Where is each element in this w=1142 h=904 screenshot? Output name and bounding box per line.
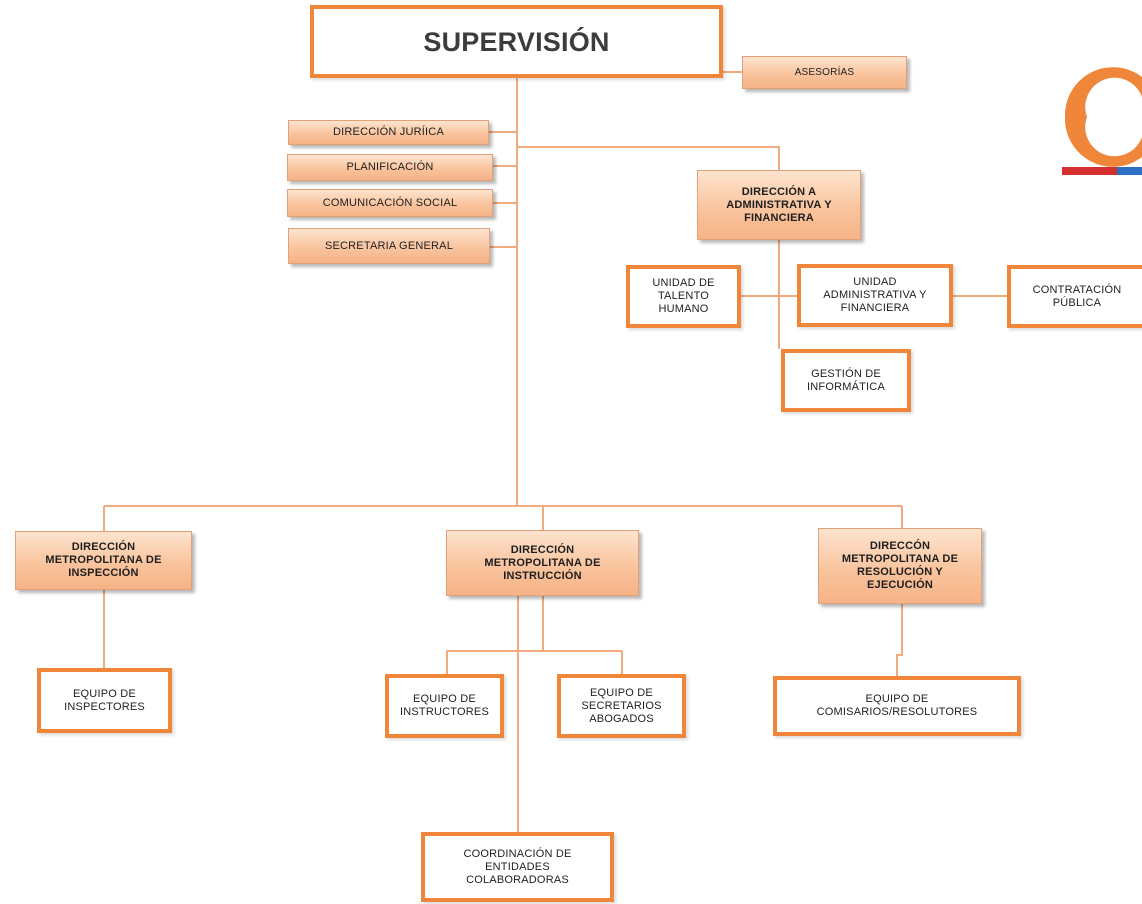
coordinacion-entidades-box: COORDINACIÓN DE ENTIDADES COLABORADORAS: [421, 832, 614, 902]
coordinacion-entidades-label: COORDINACIÓN DE ENTIDADES COLABORADORAS: [463, 847, 572, 886]
contratacion-publica-label: CONTRATACIÓN PÚBLICA: [1032, 283, 1122, 309]
secretaria-general-label: SECRETARIA GENERAL: [324, 239, 454, 252]
unidad-administrativa-box: UNIDAD ADMINISTRATIVA Y FINANCIERA: [797, 264, 953, 327]
gestion-informatica-label: GESTIÓN DE INFORMÁTICA: [807, 367, 885, 393]
supervision-box: SUPERVISIÓN: [310, 5, 723, 78]
secretaria-general-box: SECRETARIA GENERAL: [288, 228, 490, 264]
equipo-inspectores-label: EQUIPO DE INSPECTORES: [64, 687, 145, 713]
equipo-instructores-box: EQUIPO DE INSTRUCTORES: [385, 674, 504, 738]
supervision-title: SUPERVISIÓN: [423, 27, 610, 57]
direccion-instruccion-box: DIRECCIÓN METROPOLITANA DE INSTRUCCIÓN: [446, 530, 639, 596]
equipo-inspectores-box: EQUIPO DE INSPECTORES: [37, 668, 172, 733]
talento-humano-box: UNIDAD DE TALENTO HUMANO: [626, 265, 741, 328]
gestion-informatica-box: GESTIÓN DE INFORMÁTICA: [781, 349, 911, 412]
direccion-administrativa-label: DIRECCIÓN A ADMINISTRATIVA Y FINANCIERA: [726, 185, 832, 224]
direccion-instruccion-label: DIRECCIÓN METROPOLITANA DE INSTRUCCIÓN: [484, 543, 601, 582]
talento-humano-label: UNIDAD DE TALENTO HUMANO: [652, 277, 715, 315]
direccion-juridica-box: DIRECCIÓN JURÍICA: [288, 120, 489, 145]
contratacion-publica-box: CONTRATACIÓN PÚBLICA: [1007, 265, 1142, 328]
equipo-comisarios-box: EQUIPO DE COMISARIOS/RESOLUTORES: [773, 676, 1021, 736]
direccion-juridica-label: DIRECCIÓN JURÍICA: [333, 126, 444, 138]
planificacion-label: PLANIFICACIÓN: [346, 161, 434, 173]
direccion-inspeccion-label: DIRECCIÓN METROPOLITANA DE INSPECCIÓN: [45, 541, 162, 579]
asesorias-label: ASESORÍAS: [794, 67, 855, 78]
asesorias-box: ASESORÍAS: [742, 56, 907, 89]
equipo-instructores-label: EQUIPO DE INSTRUCTORES: [400, 693, 489, 718]
direccion-administrativa-box: DIRECCIÓN A ADMINISTRATIVA Y FINANCIERA: [697, 170, 861, 240]
direccion-resolucion-label: DIRECCÓN METROPOLITANA DE RESOLUCIÓN Y E…: [841, 540, 959, 591]
direccion-inspeccion-box: DIRECCIÓN METROPOLITANA DE INSPECCIÓN: [15, 531, 192, 590]
planificacion-box: PLANIFICACIÓN: [287, 154, 493, 181]
comunicacion-social-label: COMUNICACIÓN SOCIAL: [322, 196, 458, 209]
equipo-secretarios-box: EQUIPO DE SECRETARIOS ABOGADOS: [557, 674, 686, 738]
direccion-resolucion-box: DIRECCÓN METROPOLITANA DE RESOLUCIÓN Y E…: [818, 528, 982, 604]
unidad-administrativa-label: UNIDAD ADMINISTRATIVA Y FINANCIERA: [823, 276, 927, 314]
equipo-secretarios-label: EQUIPO DE SECRETARIOS ABOGADOS: [581, 686, 662, 725]
equipo-comisarios-label: EQUIPO DE COMISARIOS/RESOLUTORES: [816, 693, 978, 718]
institution-logo-icon: [1062, 67, 1142, 175]
comunicacion-social-box: COMUNICACIÓN SOCIAL: [287, 189, 493, 217]
